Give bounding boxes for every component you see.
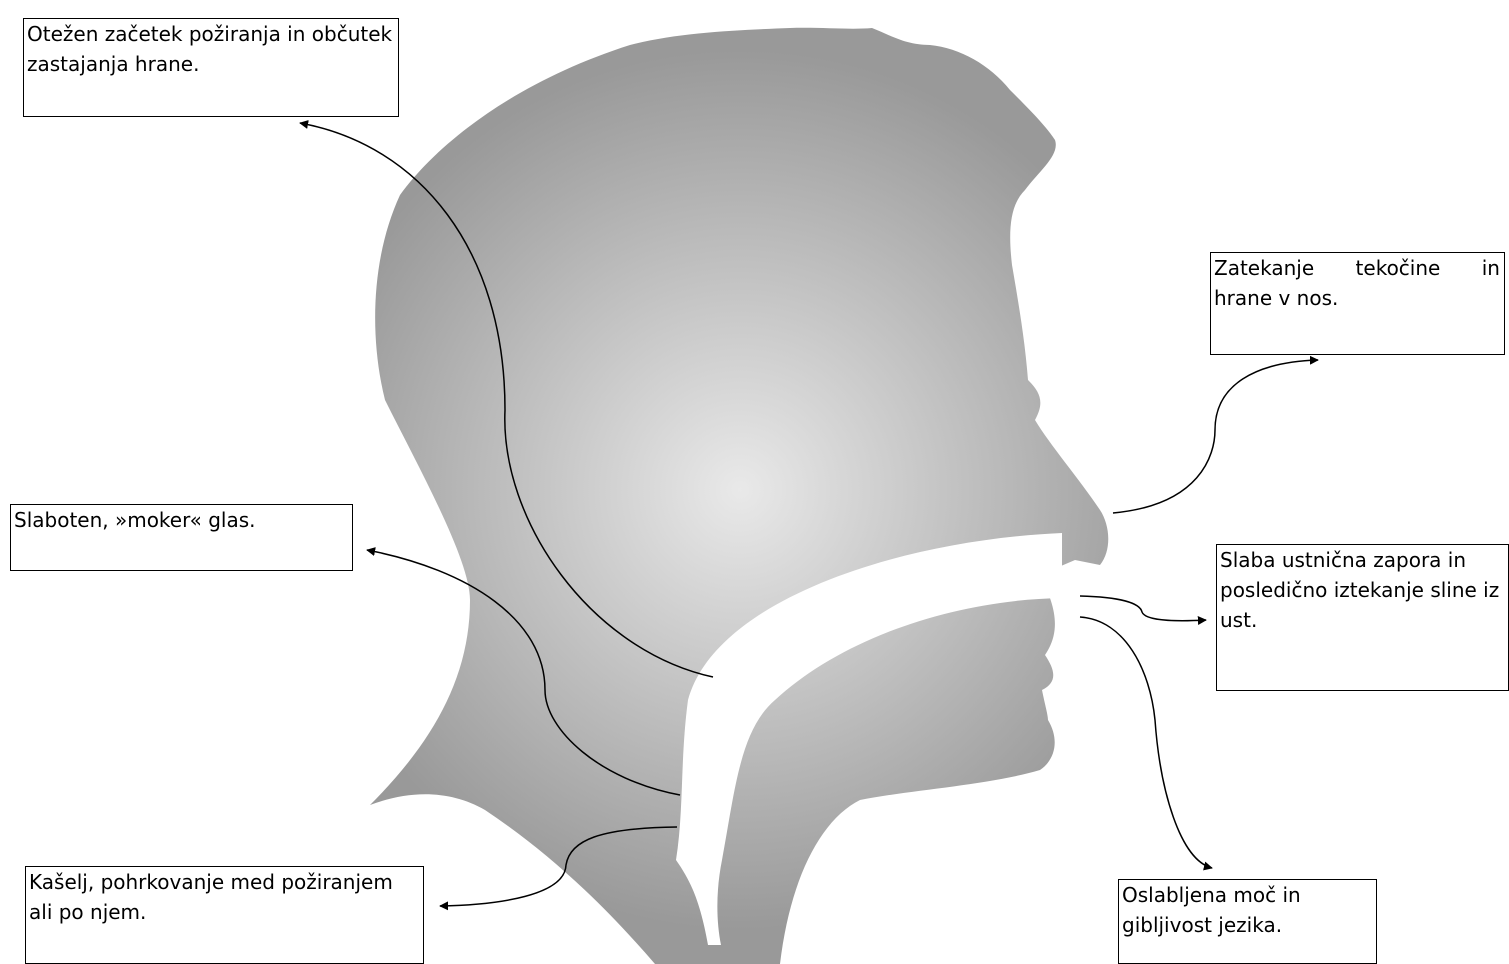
- label-nose-line1: Zatekanje tekočine in: [1214, 253, 1500, 283]
- label-nose: Zatekanje tekočine in hrane v nos.: [1210, 252, 1505, 355]
- label-lips-text: Slaba ustnična zapora in posledično izte…: [1220, 545, 1504, 635]
- label-swallow-start: Otežen začetek požiranja in občutek zast…: [23, 18, 399, 117]
- head-silhouette: [370, 28, 1108, 964]
- label-voice-text: Slaboten, »moker« glas.: [14, 505, 348, 535]
- label-cough: Kašelj, pohrkovanje med požiranjem ali p…: [25, 866, 424, 964]
- label-swallow-start-text: Otežen začetek požiranja in občutek zast…: [27, 19, 394, 79]
- label-cough-text: Kašelj, pohrkovanje med požiranjem ali p…: [29, 867, 419, 927]
- label-nose-line2: hrane v nos.: [1214, 283, 1500, 313]
- label-nose-text: Zatekanje tekočine in hrane v nos.: [1214, 253, 1500, 313]
- label-lips: Slaba ustnična zapora in posledično izte…: [1216, 544, 1509, 691]
- connector-lips: [1080, 596, 1206, 621]
- connector-nose: [1113, 360, 1318, 513]
- label-tongue-text: Oslabljena moč in gibljivost jezika.: [1122, 880, 1372, 940]
- label-voice: Slaboten, »moker« glas.: [10, 504, 353, 571]
- connector-tongue: [1080, 617, 1212, 868]
- label-tongue: Oslabljena moč in gibljivost jezika.: [1118, 879, 1377, 964]
